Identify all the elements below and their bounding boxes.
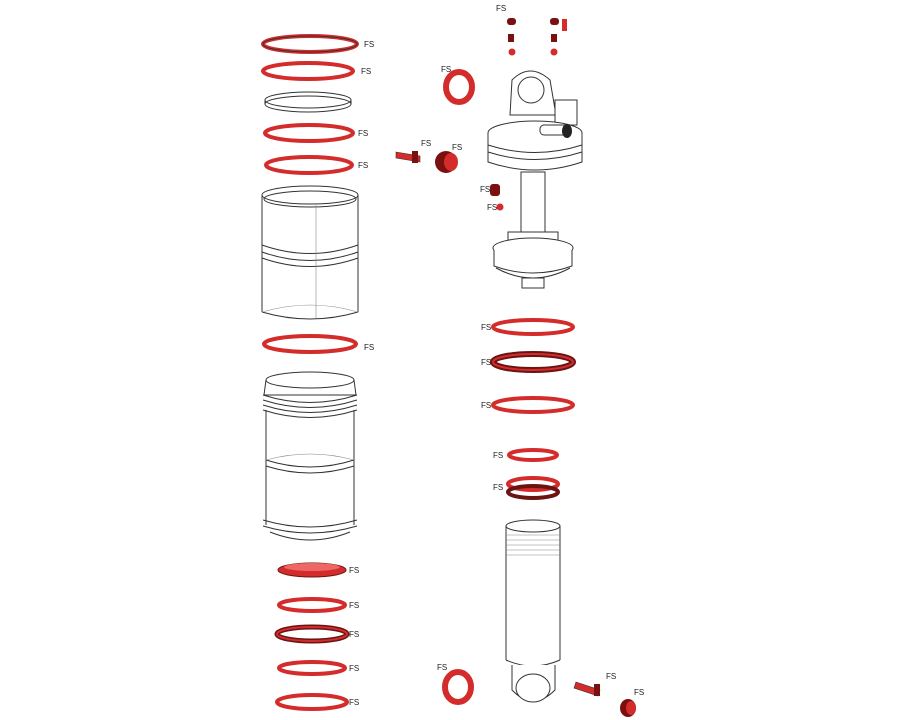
left-seal-ring-2 — [261, 61, 355, 81]
fs-label: FS — [493, 451, 503, 460]
fs-label: FS — [437, 663, 447, 672]
fs-label: FS — [358, 161, 368, 170]
lower-seal-ring-2 — [277, 597, 347, 613]
eyelet-bushing-top — [443, 69, 475, 105]
fs-label: FS — [349, 566, 359, 575]
fs-label: FS — [496, 4, 506, 13]
fs-label: FS — [606, 672, 616, 681]
fs-label: FS — [441, 65, 451, 74]
air-valve — [395, 151, 421, 163]
fs-label: FS — [487, 203, 497, 212]
lower-seal-ring-4 — [277, 660, 347, 676]
small-bushing — [490, 184, 504, 211]
fs-label: FS — [349, 664, 359, 673]
part-labels: FS FS FS FS FS FS FS FS FS FS FS FS FS F… — [349, 4, 644, 707]
fs-label: FS — [452, 143, 462, 152]
right-seal-ring-3 — [491, 396, 575, 414]
left-seal-ring-4 — [264, 155, 354, 175]
lower-seal-ring-5 — [275, 693, 349, 711]
fs-label: FS — [349, 630, 359, 639]
left-seal-ring-3 — [263, 123, 355, 143]
damper-lower-body — [505, 519, 561, 703]
fs-label: FS — [421, 139, 431, 148]
rebound-cap — [620, 699, 636, 717]
fs-label: FS — [364, 343, 374, 352]
air-can-body — [262, 371, 358, 541]
right-seal-ring-2 — [490, 351, 576, 373]
damper-body — [487, 70, 583, 289]
left-seal-ring-1 — [261, 34, 359, 54]
fs-label: FS — [481, 358, 491, 367]
right-seal-ring-1 — [491, 318, 575, 336]
lower-seal-ring-1 — [277, 562, 347, 578]
left-white-ring — [264, 91, 352, 113]
fs-label: FS — [358, 129, 368, 138]
air-can-sleeve — [261, 185, 359, 320]
fs-label: FS — [493, 483, 503, 492]
eyelet-bushing-bottom — [442, 669, 474, 705]
right-seal-ring-4 — [507, 448, 559, 462]
right-seal-ring-5 — [506, 476, 560, 500]
fs-label: FS — [480, 185, 490, 194]
fs-label: FS — [364, 40, 374, 49]
fs-label: FS — [481, 401, 491, 410]
left-seal-ring-5 — [262, 334, 358, 354]
rebound-valve — [573, 681, 601, 697]
fs-label: FS — [349, 698, 359, 707]
fs-label: FS — [361, 67, 371, 76]
fs-label: FS — [349, 601, 359, 610]
fs-label: FS — [634, 688, 644, 697]
top-bushings — [507, 18, 567, 56]
valve-cap — [435, 151, 458, 173]
fs-label: FS — [481, 323, 491, 332]
lower-seal-ring-3 — [274, 624, 350, 644]
